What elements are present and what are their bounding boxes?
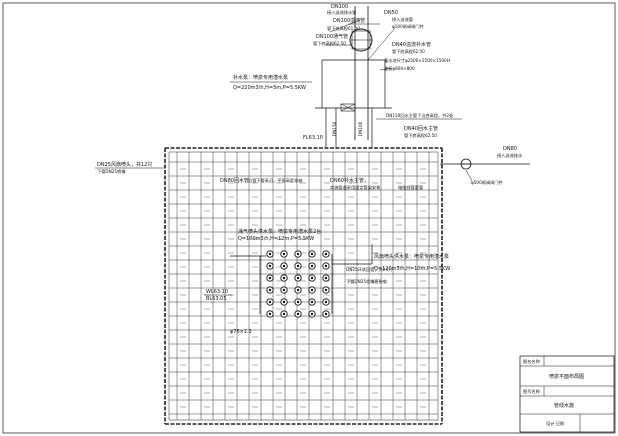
label-dn80: DN80 <box>503 146 517 152</box>
nozzle-core <box>296 276 300 280</box>
label-dn25-water: DN25环状回管，共24只 <box>346 266 392 273</box>
label-bottom-elev-6250b: 管下底高程62.50 <box>392 48 425 55</box>
nozzle-core <box>310 252 314 256</box>
label-pipe-76: φ76×1.2 <box>230 329 252 335</box>
title-r3: 设计 日期 <box>546 420 564 427</box>
label-dn50-in: 接入溢流管 <box>392 16 413 23</box>
nozzle-core <box>268 276 272 280</box>
nozzle-core <box>310 300 314 304</box>
label-valve-100: φ100闸阀闸门井 <box>392 23 424 30</box>
label-dn100-in: 接入溢流排水管 <box>327 9 356 16</box>
label-dn60-main: DN60补水主管， <box>330 177 369 184</box>
label-dn80-in: 接入溢流排水 <box>497 152 523 159</box>
label-dn100-vent: DN100通气管 <box>316 33 348 40</box>
label-dn25-sub: 下管DN25喷嘴 <box>97 168 126 175</box>
label-v2: DN100 <box>358 121 363 136</box>
label-dn150-water: DN150回水主管下沿底高程，共2处 <box>386 112 454 119</box>
nozzle-cluster <box>230 244 373 318</box>
nozzle-core <box>324 288 328 292</box>
nozzle-core <box>296 288 300 292</box>
nozzle-core <box>282 288 286 292</box>
label-dn25-water-sub: 下管DN25喷嘴直射电 <box>346 278 388 285</box>
nozzle-core <box>282 264 286 268</box>
nozzle-core <box>324 276 328 280</box>
label-bl: BL63.05 <box>206 296 227 302</box>
top-pipe-system <box>315 6 396 148</box>
title-r2: 图号名称 <box>523 388 540 395</box>
label-wl: WL63.10 <box>206 289 228 295</box>
label-bottom-elev-6250a: 管下底高程62.50 <box>313 40 346 47</box>
nozzle-core <box>296 264 300 268</box>
nozzle-core <box>310 288 314 292</box>
label-breather-title: 涌气喷头供水泵：喷泉专用潜水泵2台 <box>238 228 321 235</box>
title-block <box>519 355 615 433</box>
title-r1: 图名名称 <box>523 358 540 365</box>
nozzle-core <box>324 312 328 316</box>
title-r2-value: 管线水施 <box>554 402 574 409</box>
nozzle-core <box>282 252 286 256</box>
label-v1: DN150 <box>332 121 337 136</box>
nozzle-core <box>296 252 300 256</box>
nozzle-core <box>268 264 272 268</box>
nozzle-core <box>296 312 300 316</box>
nozzle-core <box>324 300 328 304</box>
nozzle-core <box>324 252 328 256</box>
nozzle-core <box>268 312 272 316</box>
label-bottom-elev-61: 管下底高程61.00 <box>327 25 360 32</box>
label-pool-size: 蓄水池尺寸φ2500×2500×1500H <box>384 57 450 64</box>
nozzle-core <box>310 264 314 268</box>
label-dn40-pipe: DN40溢流补水管 <box>392 41 431 48</box>
nozzle-core <box>324 264 328 268</box>
nozzle-core <box>282 276 286 280</box>
label-cable: 电缆线管套管 <box>398 184 423 191</box>
nozzle-core <box>282 312 286 316</box>
label-pump-top-spec: Q=220m3/h,H=5m,P=5.5KW <box>233 85 306 91</box>
label-fan-spec: Q=120m3/h,H=10m,P=5.5KW <box>374 266 450 272</box>
label-fl: FL63.10 <box>303 135 323 141</box>
label-dn50: DN50 <box>384 10 398 16</box>
label-bottom-elev-6250c: 管下底高程62.50 <box>404 132 437 139</box>
label-dn40-water: DN40回水主管 <box>404 125 438 132</box>
nozzle-core <box>310 276 314 280</box>
nozzle-core <box>310 312 314 316</box>
label-valve-500: φ500闸阀闸门井 <box>471 179 503 186</box>
nozzle-core <box>282 300 286 304</box>
label-dn25: DN25风扇喷头，共12只 <box>97 161 152 168</box>
label-breather-spec: Q=100m3/h,H=12m,P=5.5KW <box>238 236 314 242</box>
label-pump-top-title: 补水泵：喷泉专用潜水泵 <box>233 74 288 81</box>
label-dn100-overflow: DN100溢流管 <box>333 17 365 24</box>
label-dn100: DN100 <box>331 4 348 10</box>
nozzle-core <box>268 300 272 304</box>
pump-box <box>340 103 356 112</box>
nozzle-core <box>268 288 272 292</box>
nozzle-core <box>296 300 300 304</box>
title-r1-value: 喷泉平面布局图 <box>549 373 584 380</box>
label-pool-cover: 盖板φ800×800 <box>384 65 415 72</box>
nozzle-core <box>268 252 272 256</box>
label-dn80-note: 沿管下管高沿，平面高度穿越 <box>248 177 303 184</box>
label-dn60-note: 实施管道采用固定管架安装 <box>330 184 381 191</box>
label-dn80-main: DN80回水管 <box>220 177 249 184</box>
label-fan-title: 风扇喷头供水泵：喷泉专用潜水泵 <box>374 253 449 260</box>
